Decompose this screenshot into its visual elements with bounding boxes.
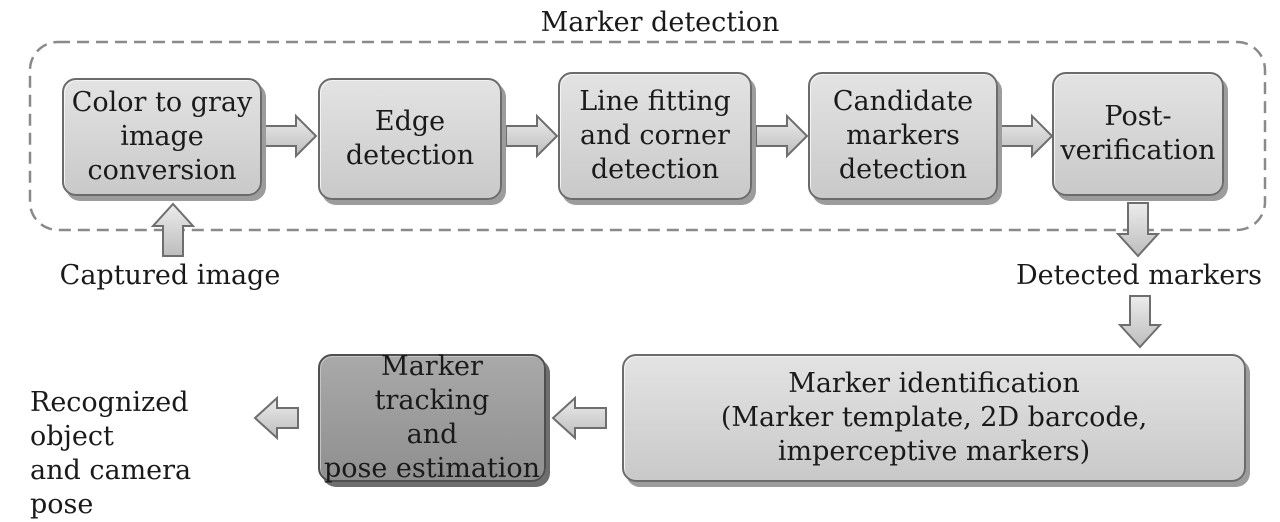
step-edge-detection-box: Edge detection [318,78,502,200]
arrow-right-icon [505,113,559,159]
captured-image-label: Captured image [59,260,281,291]
marker-detection-title: Marker detection [540,7,780,38]
step-color-to-gray-box: Color to gray image conversion [62,78,262,196]
arrow-right-icon [755,113,809,159]
output-label: Recognized object and camera pose [30,387,192,520]
step-post-verification-box: Post- verification [1052,72,1224,196]
step-marker-tracking-box: Marker tracking and pose estimation [318,351,546,484]
marker-detection-group-border [28,40,1267,232]
arrow-down-icon [1117,295,1163,349]
arrow-right-icon [1000,113,1054,159]
arrow-left-icon [253,395,299,441]
step-candidate-markers-box: Candidate markers detection [808,72,998,200]
step-marker-identification-box: Marker identification (Marker template, … [622,354,1246,482]
arrow-up-icon [150,202,196,257]
arrow-left-icon [551,395,607,441]
detected-markers-label: Detected markers [1016,260,1262,291]
step-line-fitting-box: Line fitting and corner detection [558,72,752,200]
diagram-canvas [28,40,1267,441]
arrow-down-icon [1115,202,1161,258]
arrow-right-icon [264,113,318,159]
